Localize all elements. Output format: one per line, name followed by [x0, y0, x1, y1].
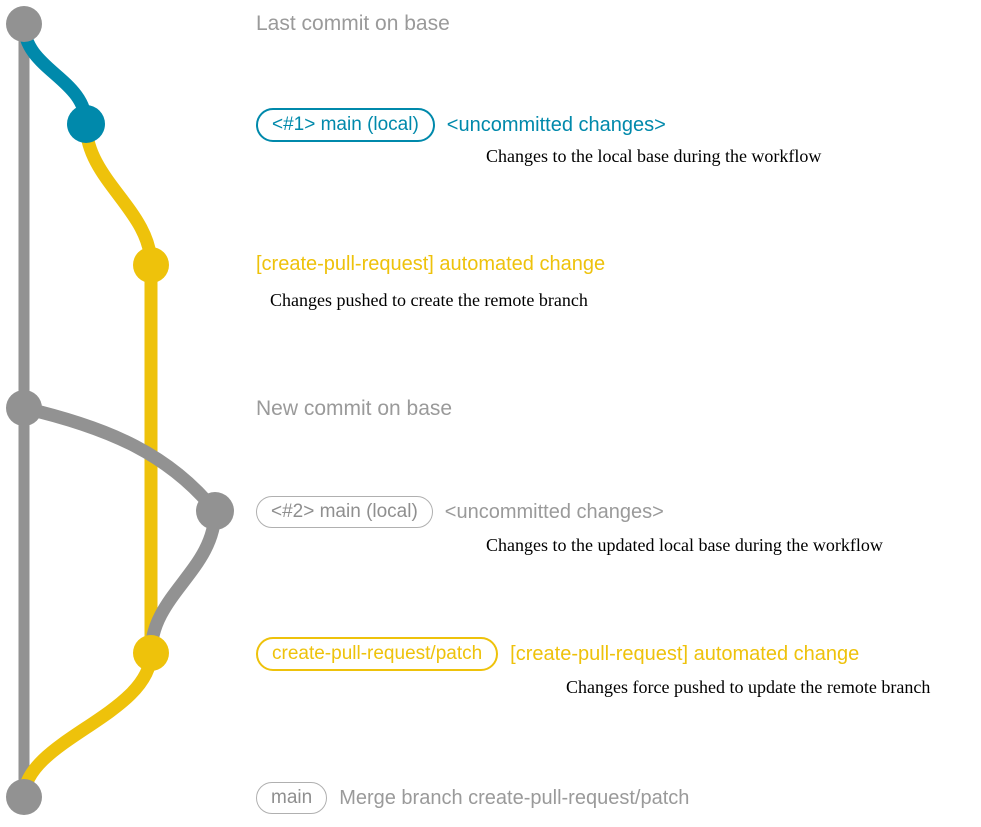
commit-description-2: Changes pushed to create the remote bran… [270, 290, 588, 310]
row-commit-1: <#1> main (local) <uncommitted changes> [256, 108, 666, 142]
commit-message-4: [create-pull-request] automated change [510, 643, 860, 665]
node-local-2[interactable] [196, 492, 234, 530]
node-cpr-1[interactable] [133, 247, 169, 283]
edge-cpr2-to-merge [17, 646, 158, 804]
edge-basenew-to-local2 [17, 401, 222, 518]
node-local-1[interactable] [67, 105, 105, 143]
row-commit-5: main Merge branch create-pull-request/pa… [256, 782, 689, 814]
commit-description-1: Changes to the local base during the wor… [486, 146, 822, 166]
commit-message-2: [create-pull-request] automated change [256, 253, 606, 275]
node-merge[interactable] [6, 779, 42, 815]
node-base-last[interactable] [6, 6, 42, 42]
heading-new-commit-on-base: New commit on base [256, 397, 453, 420]
commit-message-5: Merge branch create-pull-request/patch [339, 787, 690, 809]
heading-last-commit-on-base: Last commit on base [256, 12, 450, 35]
graph-edges [17, 17, 222, 804]
edge-local1-to-cpr1 [79, 117, 158, 272]
branch-tag-main[interactable]: main [256, 782, 328, 814]
row-commit-4: create-pull-request/patch [create-pull-r… [256, 637, 859, 671]
commit-message-3: <uncommitted changes> [444, 501, 664, 523]
commit-description-3: Changes to the updated local base during… [486, 535, 883, 555]
node-cpr-2[interactable] [133, 635, 169, 671]
row-commit-2: [create-pull-request] automated change [256, 254, 605, 274]
row-commit-3: <#2> main (local) <uncommitted changes> [256, 496, 664, 528]
graph-nodes [6, 6, 234, 815]
branch-tag-main-local-2[interactable]: <#2> main (local) [256, 496, 433, 528]
branch-tag-create-pull-request-patch[interactable]: create-pull-request/patch [256, 637, 499, 671]
commit-message-1: <uncommitted changes> [446, 114, 666, 136]
branch-tag-main-local-1[interactable]: <#1> main (local) [256, 108, 435, 142]
edge-local2-to-cpr2 [144, 504, 222, 660]
commit-description-4: Changes force pushed to update the remot… [566, 677, 931, 697]
node-base-new[interactable] [6, 390, 42, 426]
